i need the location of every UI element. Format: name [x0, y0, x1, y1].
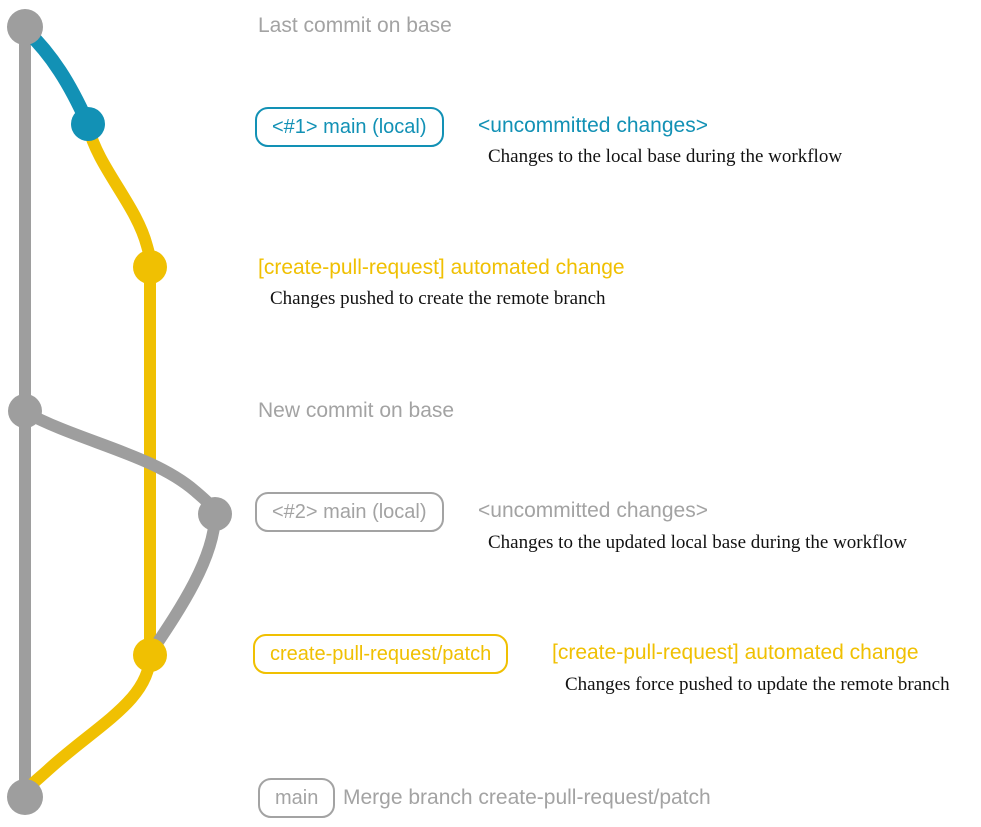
desc-uncommitted-changes-2: Changes to the updated local base during… [488, 532, 907, 553]
title-automated-change-1: [create-pull-request] automated change [258, 256, 625, 279]
branch-badge-create-pull-request-patch: create-pull-request/patch [253, 634, 509, 674]
commit-node-remote-branch-2 [133, 638, 167, 672]
branch-badge-main: main [258, 778, 336, 818]
rebase-line [146, 510, 221, 657]
base-update-line [19, 406, 221, 522]
commit-node-local-main-2 [198, 497, 232, 531]
desc-uncommitted-changes-1: Changes to the local base during the wor… [488, 146, 843, 167]
desc-automated-change-1: Changes pushed to create the remote bran… [270, 288, 606, 309]
commit-node-local-main-1 [71, 107, 105, 141]
branch-badge-main-local-2: <#2> main (local) [255, 492, 444, 532]
commit-node-remote-branch-1 [133, 250, 167, 284]
title-uncommitted-changes-2: <uncommitted changes> [478, 499, 708, 522]
desc-automated-change-2: Changes force pushed to update the remot… [565, 674, 950, 695]
branch-badge-main-local-1: <#1> main (local) [255, 107, 444, 147]
label-merge-branch: Merge branch create-pull-request/patch [343, 786, 711, 809]
title-automated-change-2: [create-pull-request] automated change [552, 641, 919, 664]
label-last-commit-on-base: Last commit on base [258, 14, 452, 37]
commit-node-base-last [7, 9, 43, 45]
local-change-line [19, 23, 94, 129]
commit-node-base-new [8, 394, 42, 428]
label-new-commit-on-base: New commit on base [258, 399, 455, 422]
title-uncommitted-changes-1: <uncommitted changes> [478, 114, 708, 137]
commit-node-merge [7, 779, 43, 815]
